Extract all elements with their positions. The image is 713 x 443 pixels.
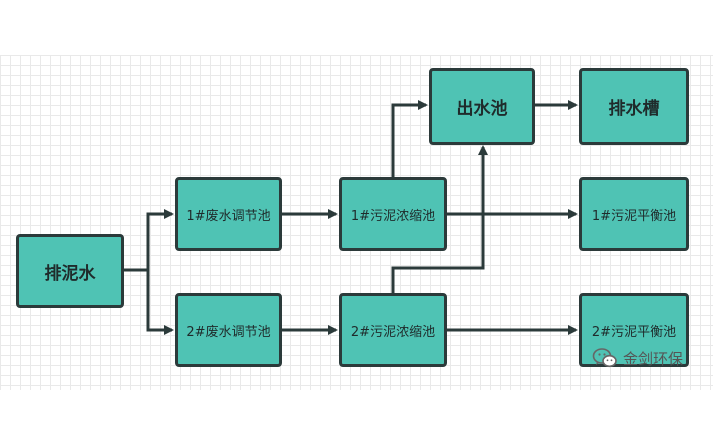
node-adj-pool-2: 2#废水调节池 xyxy=(175,293,282,367)
node-thicken-pool-1: 1#污泥浓缩池 xyxy=(339,177,447,251)
node-drain-tank: 排水槽 xyxy=(579,68,689,145)
node-outlet-pool: 出水池 xyxy=(429,68,535,145)
node-adj-pool-1: 1#废水调节池 xyxy=(175,177,282,251)
watermark-text: 金剑环保 xyxy=(623,349,684,368)
edge-thicken1-to-outlet xyxy=(391,100,428,177)
edge-sludge-to-adj1 xyxy=(124,209,174,272)
node-thicken-pool-2: 2#污泥浓缩池 xyxy=(339,293,447,367)
edge-thicken2-to-outlet xyxy=(391,145,488,293)
edge-sludge-to-adj2 xyxy=(146,270,174,335)
node-sludge-water: 排泥水 xyxy=(16,234,124,308)
watermark: 金剑环保 xyxy=(592,345,683,371)
wechat-icon xyxy=(592,348,617,368)
node-balance-pool-1: 1#污泥平衡池 xyxy=(579,177,689,251)
node-balance-pool-2: 2#污泥平衡池 xyxy=(579,293,689,367)
